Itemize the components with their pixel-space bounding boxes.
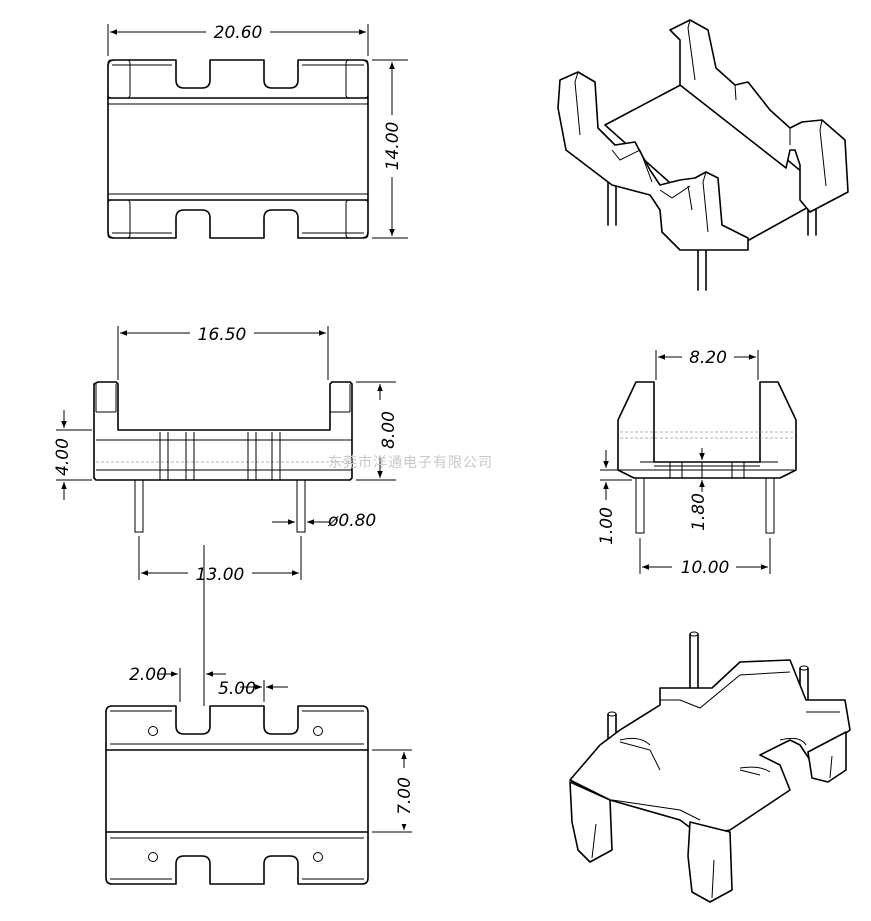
dim-bottom-slot-width: 5.00 xyxy=(218,679,256,699)
isometric-view-bottom xyxy=(569,631,851,903)
dim-side-floor-height: 1.80 xyxy=(689,493,709,531)
dim-side-inner-width: 8.20 xyxy=(689,348,727,368)
front-view: 16.50 8.00 4.00 ø0.80 13.00 xyxy=(53,323,399,585)
dim-pin-spacing-front: 13.00 xyxy=(196,565,245,585)
dim-bottom-slot-spacing: 7.00 xyxy=(395,777,415,815)
side-view: 8.20 1.00 1.80 10.00 xyxy=(597,347,797,578)
dim-side-pin-spacing: 10.00 xyxy=(681,558,730,578)
dim-bottom-slot-offset: 2.00 xyxy=(129,665,167,685)
top-view: 20.60 14.00 xyxy=(107,22,408,239)
dim-pin-diameter: ø0.80 xyxy=(327,511,376,531)
dim-top-height: 14.00 xyxy=(383,122,403,171)
dim-top-width: 20.60 xyxy=(214,23,263,43)
dim-front-left-height: 4.00 xyxy=(53,438,73,476)
dim-side-base-thickness: 1.00 xyxy=(597,507,617,545)
bottom-view: 2.00 5.00 7.00 xyxy=(105,665,415,885)
dim-front-total-height: 8.00 xyxy=(379,411,399,449)
company-watermark: 东莞市洋通电子有限公司 xyxy=(328,454,493,471)
dim-front-inner-width: 16.50 xyxy=(198,325,247,345)
isometric-view-top xyxy=(557,19,849,291)
